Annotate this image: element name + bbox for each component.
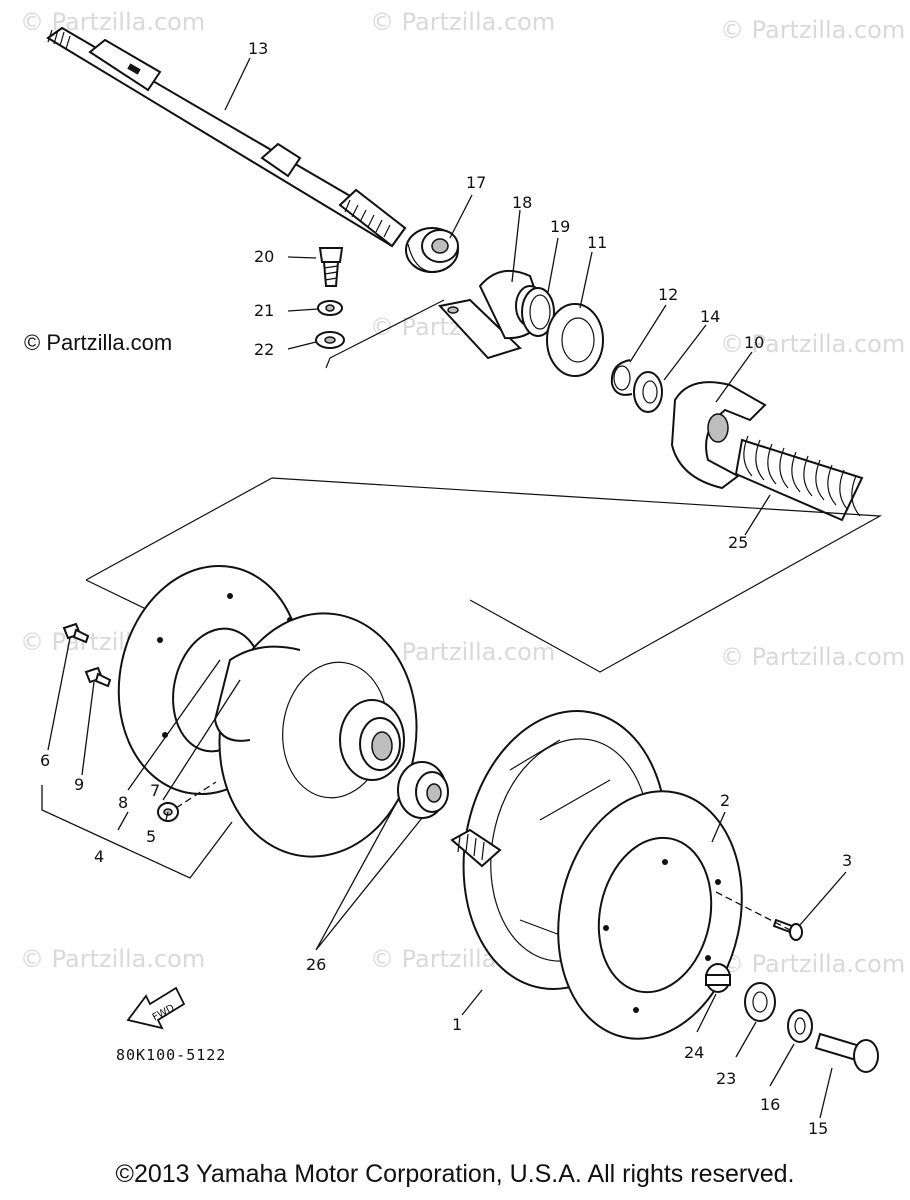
callout-19[interactable]: 19 <box>550 217 570 236</box>
part-13-shaft[interactable] <box>46 26 407 248</box>
part-2-cover-plate[interactable] <box>536 774 764 1056</box>
part-14-washer[interactable] <box>633 371 663 413</box>
callout-5[interactable]: 5 <box>146 827 156 846</box>
part-15-bolt[interactable] <box>814 1032 879 1073</box>
callout-14[interactable]: 14 <box>700 307 720 326</box>
callout-24[interactable]: 24 <box>684 1043 704 1062</box>
side-watermark: © Partzilla.com <box>24 330 173 355</box>
part-19-ring[interactable] <box>521 287 555 337</box>
fwd-arrow-icon: FWD <box>126 986 186 1030</box>
guide-line <box>175 781 217 809</box>
part-16-washer[interactable] <box>787 1009 813 1043</box>
callout-18[interactable]: 18 <box>512 193 532 212</box>
guide-line <box>715 891 791 931</box>
copyright-notice: ©2013 Yamaha Motor Corporation, U.S.A. A… <box>115 1160 795 1188</box>
callout-9[interactable]: 9 <box>74 775 84 794</box>
watermark: © Partzilla.com <box>720 643 905 671</box>
callout-20[interactable]: 20 <box>254 247 274 266</box>
watermark: © Partzilla.com <box>370 8 555 36</box>
callout-1[interactable]: 1 <box>452 1015 462 1034</box>
part-10-cam[interactable] <box>670 381 767 490</box>
part-20-bolt[interactable] <box>318 247 344 287</box>
callout-8[interactable]: 8 <box>118 793 128 812</box>
part-23-washer[interactable] <box>744 982 776 1022</box>
callout-15[interactable]: 15 <box>808 1119 828 1138</box>
callout-2[interactable]: 2 <box>720 791 730 810</box>
part-9-screw[interactable] <box>84 666 112 688</box>
callout-17[interactable]: 17 <box>466 173 486 192</box>
callout-6[interactable]: 6 <box>40 751 50 770</box>
part-11-washer[interactable] <box>546 303 604 377</box>
part-26-bushing[interactable] <box>397 761 449 819</box>
part-21-lock-washer[interactable] <box>317 300 343 316</box>
watermark: © Partzilla.com <box>20 945 205 973</box>
callout-4[interactable]: 4 <box>94 847 104 866</box>
drawing-code: 80K100-5122 <box>116 1046 227 1064</box>
callout-10[interactable]: 10 <box>744 333 764 352</box>
assembly-guide-line <box>325 299 445 369</box>
callout-3[interactable]: 3 <box>842 851 852 870</box>
callout-12[interactable]: 12 <box>658 285 678 304</box>
watermark: © Partzilla.com <box>20 8 205 36</box>
callout-23[interactable]: 23 <box>716 1069 736 1088</box>
watermark: © Partzilla.com <box>720 950 905 978</box>
callout-labels: 13 17 18 19 11 12 14 10 20 21 22 25 6 9 … <box>40 39 852 1138</box>
callout-25[interactable]: 25 <box>728 533 748 552</box>
callout-13[interactable]: 13 <box>248 39 268 58</box>
callout-22[interactable]: 22 <box>254 340 274 359</box>
callout-21[interactable]: 21 <box>254 301 274 320</box>
part-12-circlip[interactable] <box>610 359 633 396</box>
part-25-spring[interactable] <box>734 435 864 522</box>
part-7-sheave[interactable] <box>204 601 432 870</box>
part-6-screw[interactable] <box>62 622 90 644</box>
watermark: © Partzilla.com <box>720 16 905 44</box>
callout-26[interactable]: 26 <box>306 955 326 974</box>
part-22-washer[interactable] <box>315 331 345 349</box>
part-24-roller[interactable] <box>705 963 731 993</box>
callout-7[interactable]: 7 <box>150 781 160 800</box>
part-17-bearing[interactable] <box>405 227 459 273</box>
callout-11[interactable]: 11 <box>587 233 607 252</box>
part-3-screw[interactable] <box>772 918 803 941</box>
callout-16[interactable]: 16 <box>760 1095 780 1114</box>
leader-lines <box>41 57 847 1119</box>
